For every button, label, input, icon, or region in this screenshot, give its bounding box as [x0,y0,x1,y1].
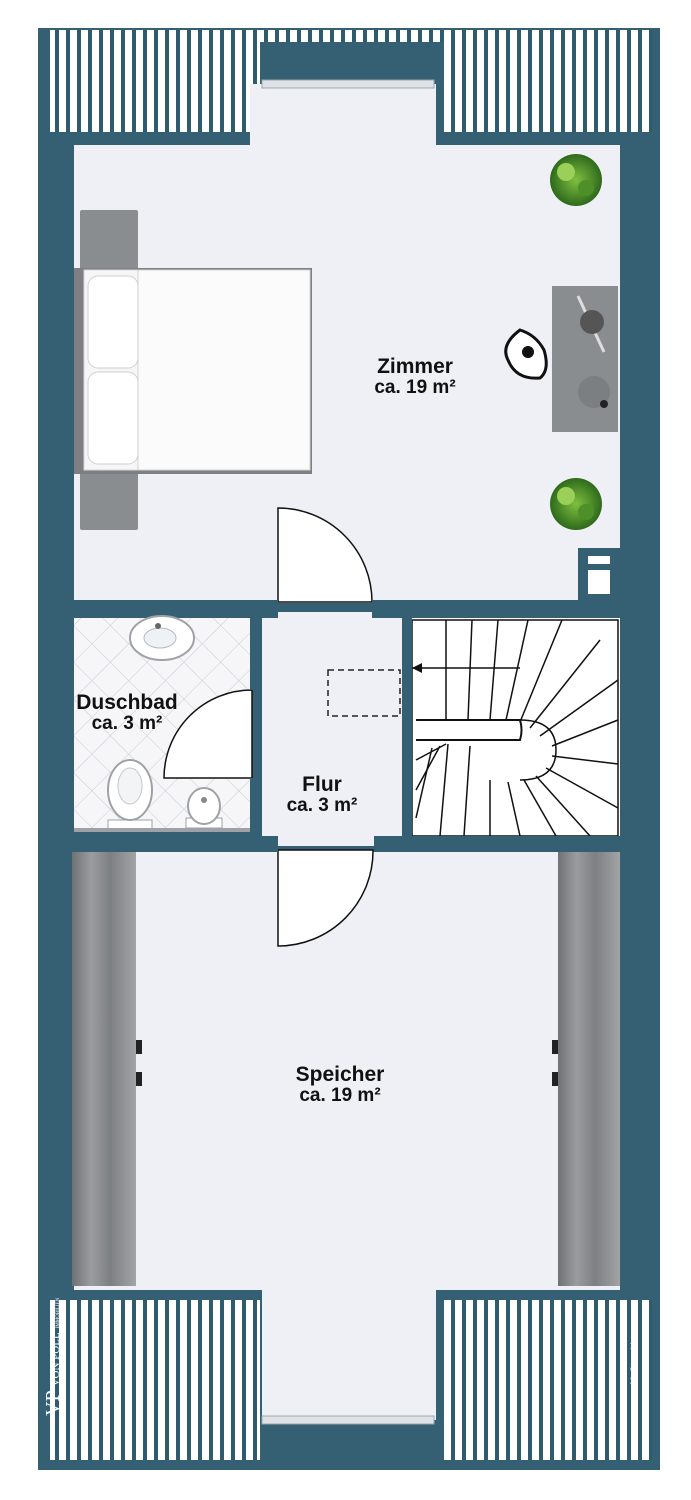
room-name: Flur [302,773,342,796]
stairs-icon [411,619,619,837]
bidet-icon [185,787,223,829]
wardrobe-icon [72,852,142,1286]
room-label-flur: Flur ca. 3 m² [262,773,382,817]
toilet-icon [107,759,153,831]
door-swing-icon [277,507,373,603]
room-area: ca. 19 m² [299,1085,381,1107]
attic-hatch [327,669,401,717]
roof-area-top-left [50,30,260,132]
roof-area-bottom-left [50,1300,260,1460]
speicher-floor [74,852,620,1420]
room-area: ca. 19 m² [374,377,456,399]
desk-icon [552,286,618,432]
wardrobe-icon [552,852,620,1286]
room-name: Speicher [295,1063,385,1086]
room-area: ca. 3 m² [91,713,163,735]
brand-logo: VP VON POLL IMMOBILIEN [42,1286,64,1416]
plant-icon [550,478,602,530]
room-area: ca. 3 m² [286,795,358,817]
door-swing-icon [277,849,374,947]
room-name: Duschbad [76,691,178,714]
logo-sub: IMMOBILIEN [56,1297,61,1329]
sink-icon [129,615,195,661]
bed-icon [74,210,312,530]
credit-text: McGrundriss [629,1333,639,1385]
logo-initials: VP [42,1390,64,1416]
room-name: Zimmer [377,355,453,378]
logo-name: VON POLL [50,1332,62,1387]
roof-area-bottom-right [444,1300,652,1460]
room-label-speicher: Speicher ca. 19 m² [260,1063,420,1107]
flur-floor [262,612,402,846]
plant-icon [550,154,602,206]
roof-area-top-right [444,30,652,132]
window-top [261,79,435,89]
chair-icon [504,328,548,380]
room-label-duschbad: Duschbad ca. 3 m² [72,691,182,735]
door-swing-icon [163,689,253,779]
room-label-zimmer: Zimmer ca. 19 m² [340,355,490,399]
window-bottom [261,1415,435,1425]
